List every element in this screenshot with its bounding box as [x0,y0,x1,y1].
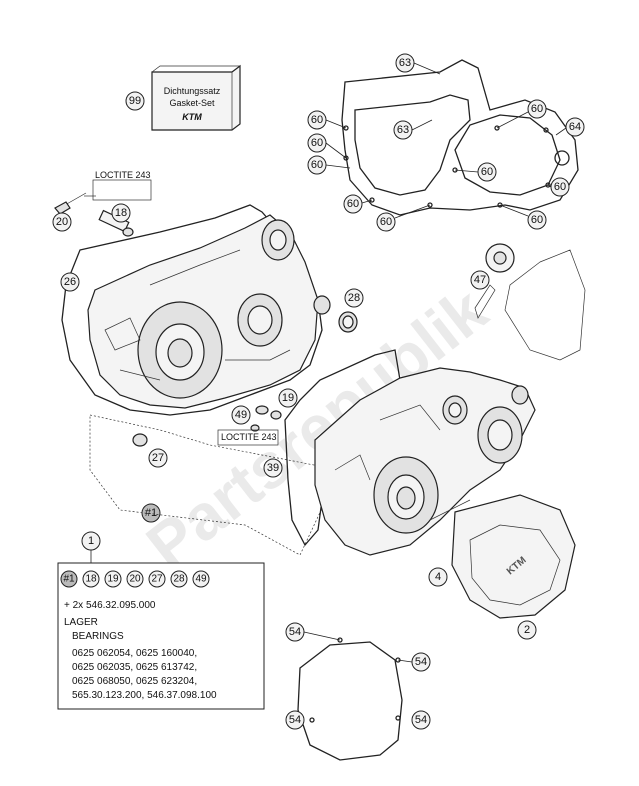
callout-63-top[interactable] [395,53,415,73]
svg-text:4: 4 [435,571,441,583]
legend-item-18: 18 [85,574,97,585]
legend-bearing-line-1: 0625 062054, 0625 160040, [72,648,197,659]
gear-icon-area: 47 [470,243,586,361]
legend-bearing-line-3: 0625 068050, 0625 623204, [72,676,197,687]
callout-28[interactable] [344,288,364,308]
legend-bearing-line-4: 565.30.123.200, 546.37.098.100 [72,690,217,701]
svg-text:49: 49 [235,409,247,421]
callout-60-a[interactable] [307,110,327,130]
svg-text:60: 60 [311,137,323,149]
legend-item-hash1: #1 [63,574,75,585]
legend-item-19: 19 [107,574,119,585]
callout-26[interactable] [60,272,80,292]
legend-item-49: 49 [195,574,207,585]
legend-bearing-line-2: 0625 062035, 0625 613742, [72,662,197,673]
legend-items: #1 18 19 20 27 28 49 [60,570,210,588]
svg-text:18: 18 [115,207,127,219]
fasteners-left: LOCTITE 243 20 18 26 [52,170,152,292]
callout-99[interactable] [125,91,145,111]
svg-text:60: 60 [531,214,543,226]
callout-99-label: 99 [129,95,141,107]
loctite-label-2: LOCTITE 243 [221,432,277,442]
callout-19[interactable] [278,388,298,408]
legend-item-20: 20 [129,574,141,585]
svg-text:60: 60 [531,103,543,115]
kit-title-en: Gasket-Set [169,98,215,108]
legend-item-28: 28 [173,574,185,585]
loctite-label-1: LOCTITE 243 [95,170,151,180]
svg-text:54: 54 [415,656,427,668]
svg-text:26: 26 [64,276,76,288]
svg-text:2: 2 [524,624,530,636]
legend-lager: LAGER [64,617,98,628]
legend-item-27: 27 [151,574,163,585]
callout-18[interactable] [111,203,131,223]
svg-text:20: 20 [56,216,68,228]
callout-27[interactable] [148,448,168,468]
callout-60-i[interactable] [527,210,547,230]
svg-text:54: 54 [289,626,301,638]
callout-64[interactable] [565,117,585,137]
left-crankcase-half [61,204,331,416]
parts-legend: 1 #1 18 19 20 27 28 49 + 2x 546.32.095.0… [57,531,265,710]
svg-text:60: 60 [380,216,392,228]
callout-60-e[interactable] [376,212,396,232]
cover-gasket: 54 54 54 54 [285,622,431,761]
svg-text:28: 28 [348,292,360,304]
callout-63-inner[interactable] [393,120,413,140]
callout-60-d[interactable] [343,194,363,214]
kit-brand-logo: KTM [182,112,202,122]
svg-text:54: 54 [415,714,427,726]
callout-54-c[interactable] [285,710,305,730]
callout-49[interactable] [231,405,251,425]
svg-text:#1: #1 [145,507,157,519]
legend-note: + 2x 546.32.095.000 [64,600,156,611]
svg-text:39: 39 [267,462,279,474]
svg-text:60: 60 [554,181,566,193]
svg-text:63: 63 [399,57,411,69]
svg-text:27: 27 [152,452,164,464]
svg-text:60: 60 [481,166,493,178]
ignition-cover: KTM 4 2 [428,494,576,640]
callout-4[interactable] [428,567,448,587]
legend-bearings: BEARINGS [72,631,124,642]
svg-text:60: 60 [347,198,359,210]
callout-54-d[interactable] [411,710,431,730]
callout-20[interactable] [52,212,72,232]
svg-text:63: 63 [397,124,409,136]
small-parts-middle: 28 19 49 LOCTITE 243 27 #1 [89,288,364,556]
svg-text:19: 19 [282,392,294,404]
callout-2[interactable] [517,620,537,640]
callout-39[interactable] [263,458,283,478]
svg-text:1: 1 [88,535,94,547]
svg-text:60: 60 [311,159,323,171]
callout-47[interactable] [470,270,490,290]
callout-hash1[interactable] [141,503,161,523]
gasket-kit: Dichtungssatz Gasket-Set KTM 99 [125,64,241,131]
kit-title-de: Dichtungssatz [164,86,221,96]
svg-text:60: 60 [311,114,323,126]
svg-text:47: 47 [474,274,486,286]
callout-60-g[interactable] [527,99,547,119]
crankcase-gasket: 63 63 64 60 60 60 60 60 60 60 60 60 [307,53,585,232]
right-crankcase-half: 39 [263,349,536,556]
svg-text:54: 54 [289,714,301,726]
svg-text:64: 64 [569,121,581,133]
